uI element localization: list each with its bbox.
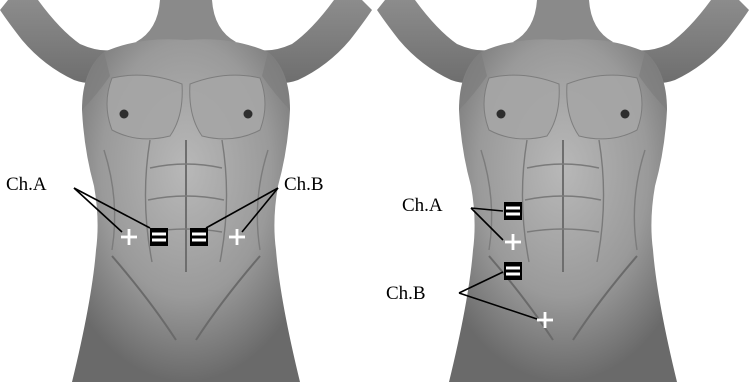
- right-ch-b-label: Ch.B: [386, 283, 426, 304]
- left-ch-a-negative-electrode: [150, 228, 168, 246]
- left-ch-b-label: Ch.B: [284, 174, 324, 195]
- right-ch-a-label: Ch.A: [402, 195, 443, 216]
- right-ch-b-negative-electrode: [504, 262, 522, 280]
- right-ch-a-negative-electrode: [504, 202, 522, 220]
- left-ch-b-negative-electrode: [190, 228, 208, 246]
- left-ch-a-label: Ch.A: [6, 174, 47, 195]
